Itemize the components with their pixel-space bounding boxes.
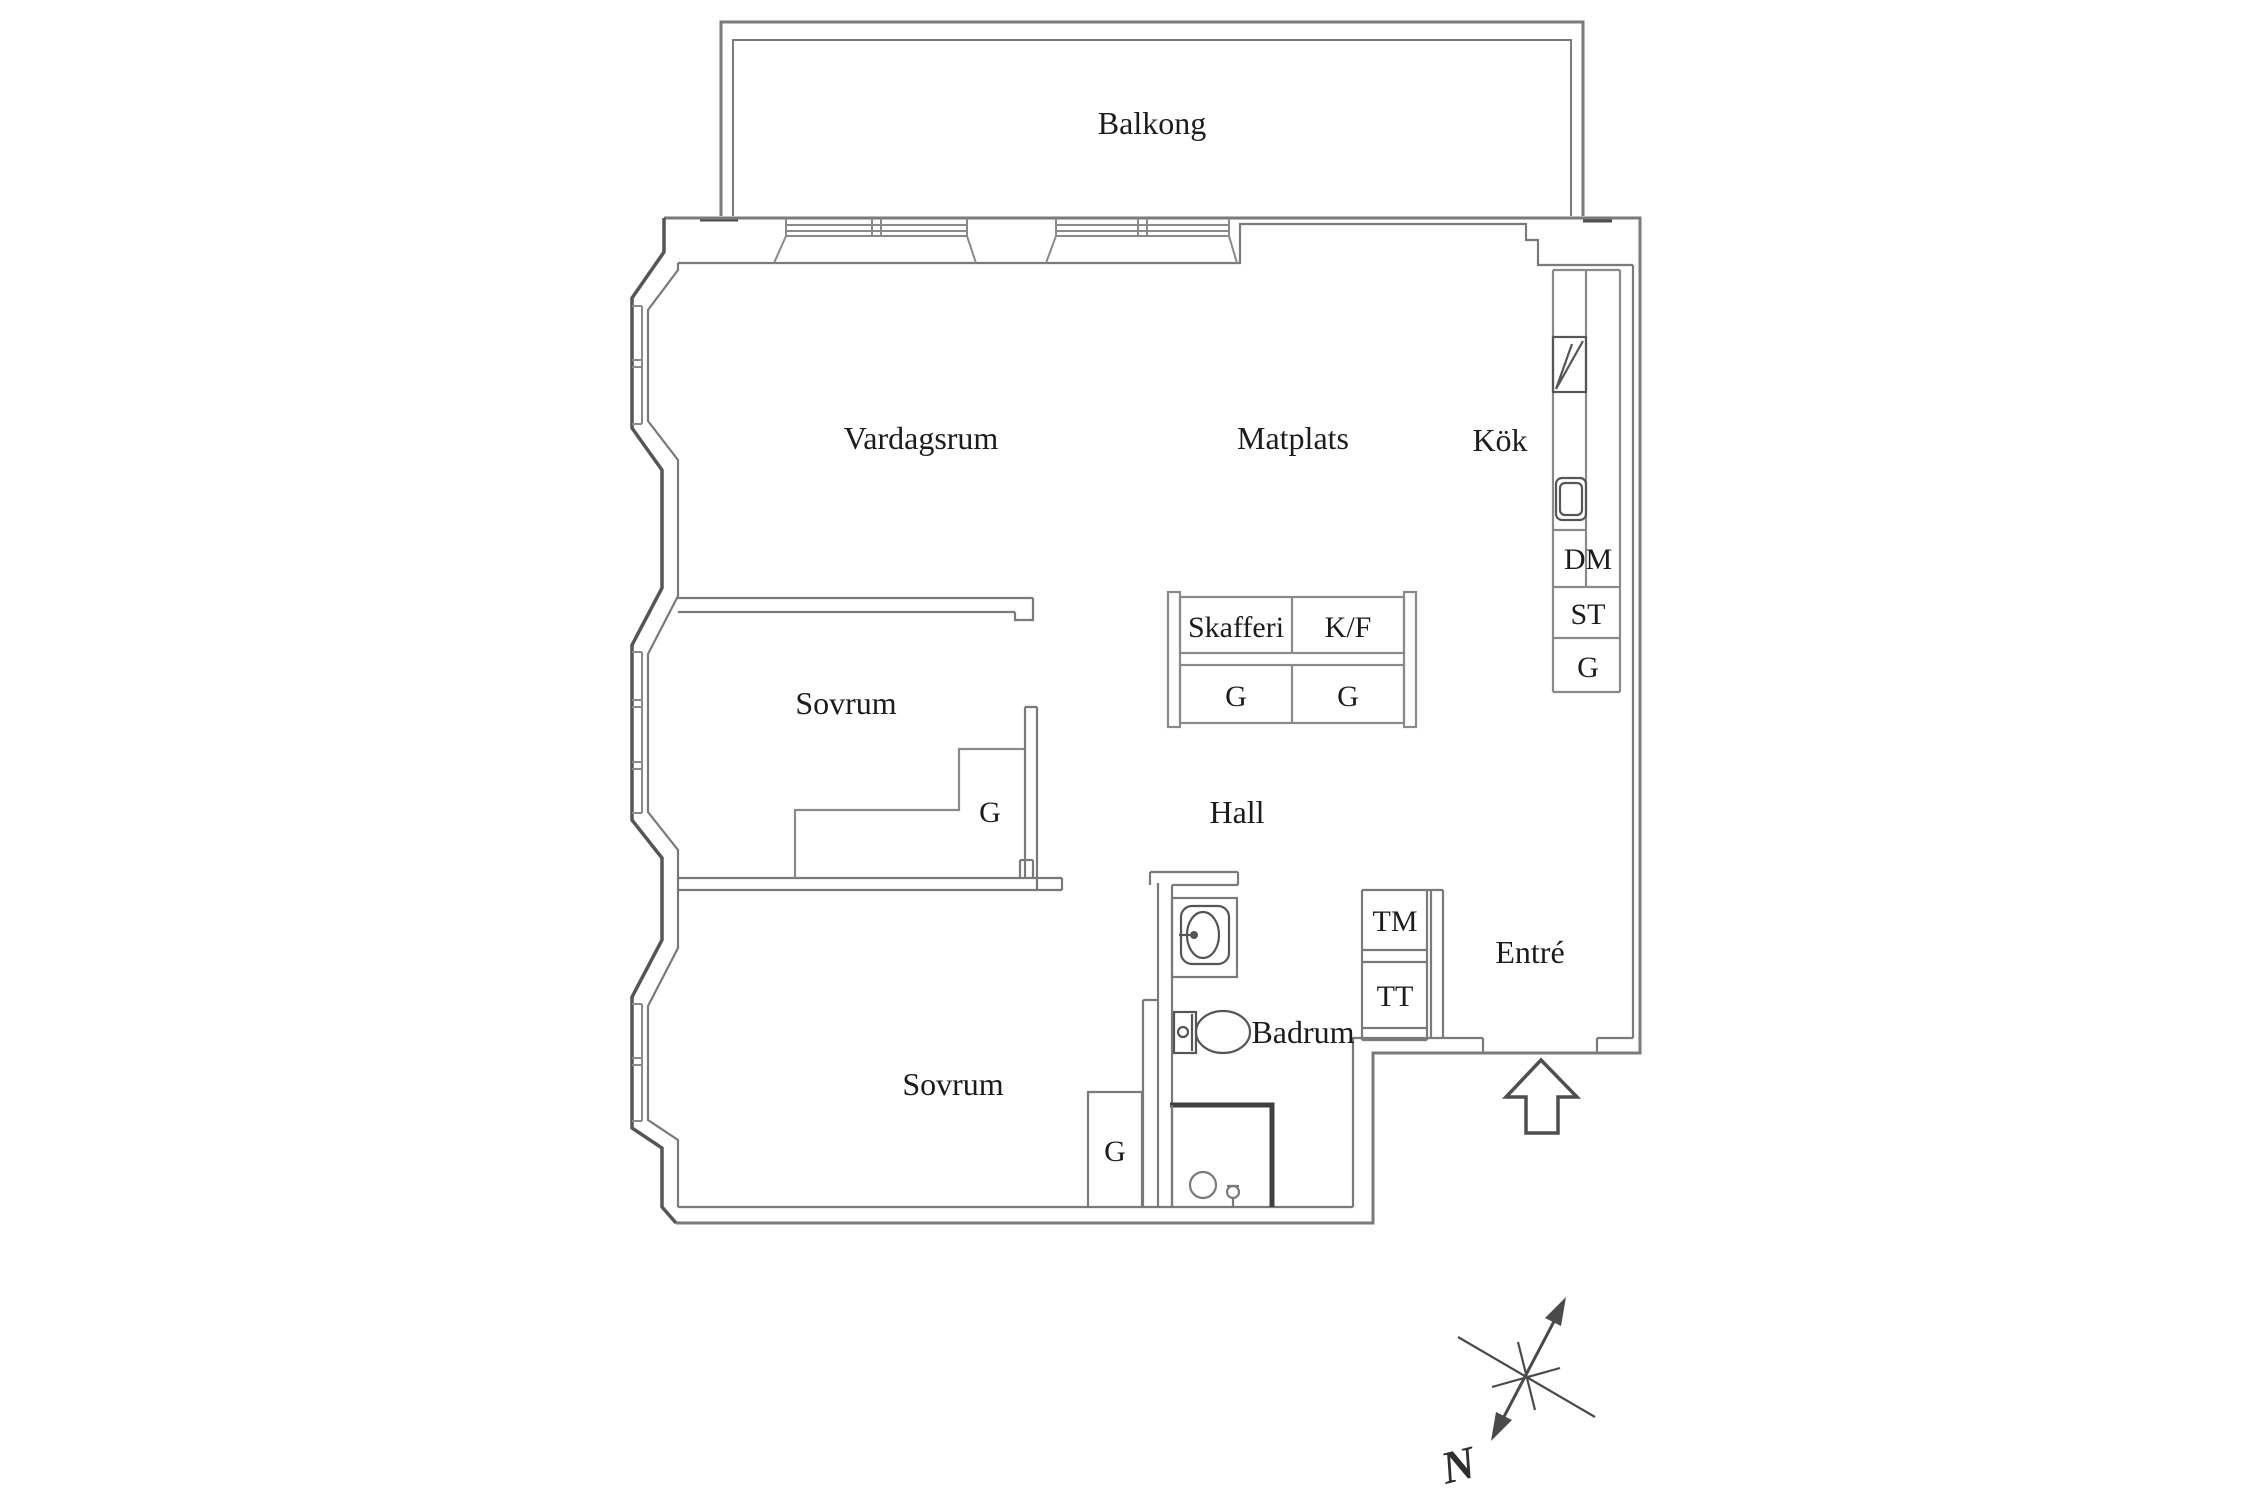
door-swing xyxy=(773,235,977,264)
compass-north-label: N xyxy=(1435,1436,1482,1494)
pantry-end-cap-left xyxy=(1166,590,1182,729)
tm-tt-block xyxy=(1360,888,1429,1042)
room-label-sovrum-2: Sovrum xyxy=(902,1066,1003,1102)
room-label-badrum: Badrum xyxy=(1251,1014,1354,1050)
compass-north-icon xyxy=(1457,1297,1596,1441)
stove-icon xyxy=(1551,335,1588,394)
top-inner-wall xyxy=(678,222,1633,267)
wall-bathroom-top xyxy=(1148,870,1240,887)
sink-icon xyxy=(1170,896,1239,979)
wall-junction-cap xyxy=(1018,858,1035,878)
window-mullion xyxy=(1137,218,1148,236)
cabinet-label-dm: DM xyxy=(1564,543,1612,576)
balcony-door-unit-right xyxy=(1045,218,1238,264)
compass-arrowhead-ne xyxy=(1545,1297,1566,1326)
outer-walls xyxy=(630,216,1642,1225)
room-label-hall: Hall xyxy=(1209,794,1264,830)
pantry-end-cap-right xyxy=(1402,590,1418,729)
cabinet-label-skafferi: Skafferi xyxy=(1188,611,1284,644)
cabinet-label-g-sovrum1: G xyxy=(979,796,1001,829)
cabinet-label-tt: TT xyxy=(1377,980,1414,1013)
compass-minor-axis-2 xyxy=(1491,1366,1561,1389)
wall-livingroom-bedroom1 xyxy=(678,596,1035,622)
kitchen-counter xyxy=(1551,268,1622,694)
room-label-sovrum-1: Sovrum xyxy=(795,685,896,721)
bay-window-living-room xyxy=(632,305,643,425)
closet-bedroom1-outline xyxy=(793,747,1024,878)
balcony-door-units xyxy=(773,218,1238,264)
closet-bedroom2-outline xyxy=(1086,1090,1144,1207)
cabinet-label-g-kitchen: G xyxy=(1577,651,1599,684)
window-mullions xyxy=(632,651,642,814)
kitchen-sink-icon xyxy=(1554,476,1588,522)
cabinet-label-g-pantry-right: G xyxy=(1337,680,1359,713)
interior-walls xyxy=(678,596,1445,1207)
balcony-outer-wall xyxy=(719,20,1585,216)
window-mullions xyxy=(632,305,642,425)
bottom-inner-walls xyxy=(678,1036,1633,1209)
cabinet-label-st: ST xyxy=(1570,598,1605,631)
balcony-inner-wall xyxy=(732,39,1572,216)
wall-bedroom1-bedroom2 xyxy=(678,876,1064,892)
left-facade-outline xyxy=(630,218,678,1225)
bedroom1-closet xyxy=(793,747,1024,878)
bay-windows xyxy=(632,305,643,1122)
cabinet-label-tm: TM xyxy=(1373,905,1418,938)
room-label-kok: Kök xyxy=(1472,422,1527,458)
compass-arrowhead-sw xyxy=(1491,1412,1512,1441)
cabinet-label-g-sovrum2: G xyxy=(1104,1135,1126,1168)
laundry-closets xyxy=(1360,888,1429,1042)
outer-wall-outline xyxy=(664,216,1642,1225)
toilet-icon xyxy=(1172,1009,1252,1055)
entrance-arrow-icon xyxy=(1501,1057,1582,1135)
window-mullions xyxy=(632,1003,642,1122)
room-labels: Balkong Vardagsrum Matplats Kök Sovrum H… xyxy=(795,105,1564,1102)
cabinet-label-kf: K/F xyxy=(1325,611,1372,644)
pantry-block xyxy=(1166,590,1418,729)
left-inner-wall xyxy=(646,263,680,1207)
wall-entre-left xyxy=(1427,888,1445,1038)
window-frame xyxy=(1055,218,1230,237)
balcony-door-unit-left xyxy=(773,218,977,264)
window-frame xyxy=(785,218,968,237)
door-swing xyxy=(1045,235,1238,264)
compass-minor-axis-1 xyxy=(1516,1341,1537,1411)
compass-main-axis xyxy=(1495,1309,1562,1431)
room-label-entre: Entré xyxy=(1495,934,1564,970)
wall-bedroom2-bathroom xyxy=(1141,883,1174,1207)
cabinet-labels: Skafferi K/F G G DM ST G G G TM TT xyxy=(979,543,1612,1168)
bathroom-fixtures xyxy=(1086,896,1275,1207)
shower-icon xyxy=(1170,1102,1275,1207)
entry-door-jambs xyxy=(1481,1038,1599,1053)
window-mullion xyxy=(871,218,882,236)
cabinet-label-g-pantry-left: G xyxy=(1225,680,1247,713)
bay-window-bedroom-1 xyxy=(632,651,643,814)
room-label-vardagsrum: Vardagsrum xyxy=(844,420,999,456)
counter-outline xyxy=(1551,268,1622,694)
room-label-matplats: Matplats xyxy=(1237,420,1349,456)
room-label-balkong: Balkong xyxy=(1098,105,1206,141)
bay-window-bedroom-2 xyxy=(632,1003,643,1122)
wall-bedroom1-hall xyxy=(1023,705,1039,890)
